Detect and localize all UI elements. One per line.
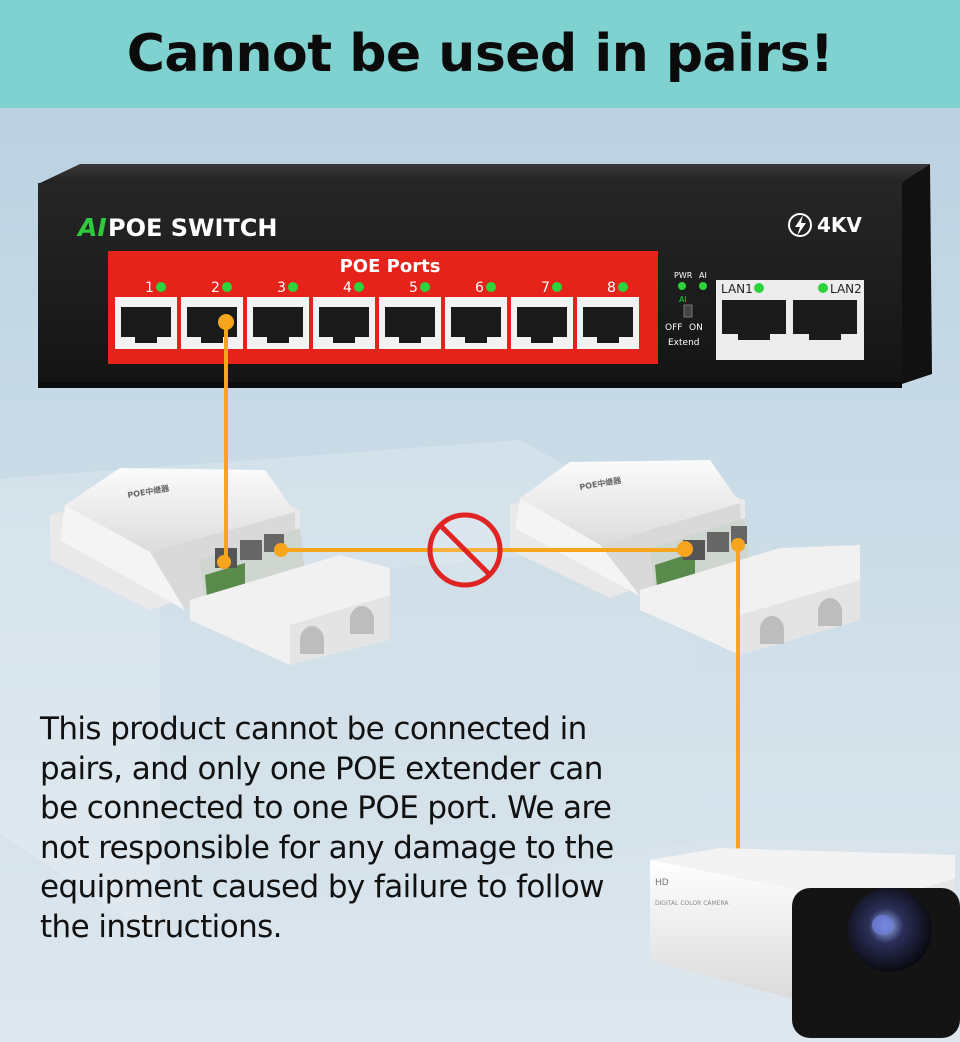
lan2-led [818, 283, 828, 293]
port-led-1 [156, 282, 166, 292]
brand-name-text: POE SWITCH [108, 214, 278, 242]
ethernet-port-8[interactable] [577, 297, 639, 349]
port-jacks [115, 297, 639, 349]
description-line: be connected to one POE port. We are [40, 790, 612, 826]
lightning-icon [788, 213, 812, 237]
port-number-3: 3 [277, 280, 286, 296]
brand-ai-text: AI [76, 213, 107, 242]
ethernet-port-6[interactable] [445, 297, 507, 349]
poe-extender-right: POE中继器 [510, 460, 860, 655]
port-led-3 [288, 282, 298, 292]
ai-led [699, 282, 707, 290]
ethernet-port-5[interactable] [379, 297, 441, 349]
extend-switch-toggle[interactable] [683, 304, 693, 318]
description-line: not responsible for any damage to the [40, 829, 614, 866]
port-led-7 [552, 282, 562, 292]
surge-rating: 4KV [817, 213, 862, 237]
no-entry-icon [427, 512, 503, 588]
port-numbers: 1 2 3 4 5 6 7 8 [145, 280, 628, 296]
pwr-label: PWR [674, 271, 693, 280]
cable-lines [224, 322, 740, 855]
ethernet-port-7[interactable] [511, 297, 573, 349]
extend-label: Extend [668, 338, 700, 348]
on-label: ON [689, 323, 703, 333]
port-number-1: 1 [145, 280, 154, 296]
description-line: pairs, and only one POE extender can [40, 750, 603, 787]
ai-small-label: AI [679, 295, 687, 304]
description-line: the instructions. [40, 908, 283, 945]
poe-switch: AI POE SWITCH 4KV POE Ports 1 2 3 4 5 6 7 8 PWR… [38, 164, 932, 388]
description-line: equipment caused by failure to follow [40, 869, 605, 905]
port-led-2 [222, 282, 232, 292]
lan1-led [754, 283, 764, 293]
camera-hd-label: HD [655, 878, 669, 888]
camera-model-label: DIGITAL COLOR CAMERA [655, 900, 729, 907]
port-number-5: 5 [409, 280, 418, 296]
port-number-6: 6 [475, 280, 484, 296]
lan-port-1[interactable] [722, 300, 786, 340]
pwr-led [678, 282, 686, 290]
lan-port-2[interactable] [793, 300, 857, 340]
lan1-label: LAN1 [721, 282, 753, 296]
off-label: OFF [665, 323, 682, 333]
ethernet-port-4[interactable] [313, 297, 375, 349]
port-led-4 [354, 282, 364, 292]
description-line: This product cannot be connected in [40, 711, 587, 747]
ethernet-port-1[interactable] [115, 297, 177, 349]
lan-jacks [722, 300, 857, 340]
ethernet-port-3[interactable] [247, 297, 309, 349]
port-led-5 [420, 282, 430, 292]
description-text: This product cannot be connected in pair… [40, 710, 640, 947]
title-banner: Cannot be used in pairs! [0, 0, 960, 108]
port-led-8 [618, 282, 628, 292]
cable-endpoints [217, 314, 745, 569]
port-number-4: 4 [343, 280, 352, 296]
port-number-2: 2 [211, 280, 220, 296]
ai-label: AI [699, 271, 707, 280]
port-led-6 [486, 282, 496, 292]
poe-extender-left: POE中继器 [50, 468, 390, 665]
port-number-8: 8 [607, 280, 616, 296]
security-camera: HD DIGITAL COLOR CAMERA [650, 848, 960, 1038]
port-number-7: 7 [541, 280, 550, 296]
lan2-label: LAN2 [830, 282, 862, 296]
poe-ports-label: POE Ports [340, 256, 441, 277]
page-title: Cannot be used in pairs! [126, 24, 834, 84]
